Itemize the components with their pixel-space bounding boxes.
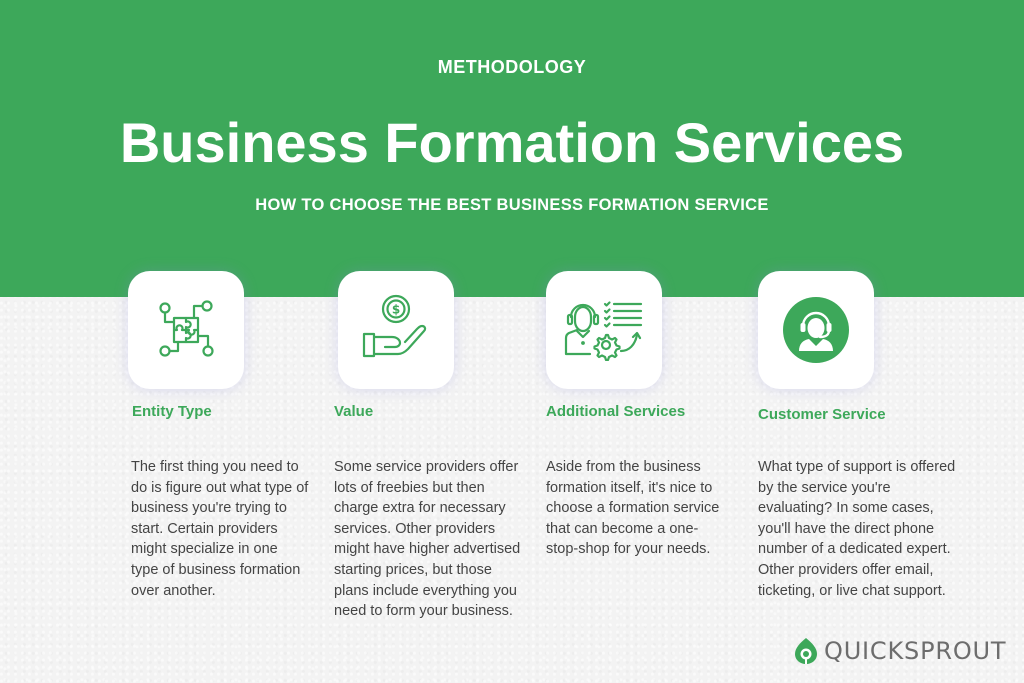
column-body-customer-service: What type of support is offered by the s… — [758, 459, 956, 599]
column-body-entity-type: The first thing you need to do is figure… — [131, 459, 309, 599]
column-heading-additional-services: Additional Services — [546, 403, 686, 420]
puzzle-network-icon — [159, 300, 214, 357]
page-subtitle: HOW TO CHOOSE THE BEST BUSINESS FORMATIO… — [255, 196, 769, 214]
quicksprout-logo: QUICKSPROUT — [794, 637, 1006, 665]
card-entity-type — [128, 271, 244, 389]
card-value: $ — [338, 271, 454, 389]
eyebrow-label: METHODOLOGY — [437, 57, 587, 77]
page-title: Business Formation Services — [119, 111, 905, 174]
column-heading-entity-type: Entity Type — [132, 403, 212, 420]
column-heading-value: Value — [334, 403, 374, 420]
hand-coin-dollar-icon: $ — [362, 294, 427, 358]
card-customer-service — [758, 271, 874, 389]
column-body-additional-services: Aside from the business formation itself… — [546, 459, 720, 558]
card-additional-services — [546, 271, 662, 389]
column-heading-customer-service: Customer Service — [758, 406, 886, 423]
header-banner — [0, 0, 1024, 297]
column-body-value: Some service providers offer lots of fre… — [334, 459, 521, 620]
agent-checklist-gear-icon — [564, 301, 643, 361]
headset-agent-icon — [783, 297, 849, 363]
svg-text:$: $ — [392, 303, 400, 317]
logo-wordmark: QUICKSPROUT — [824, 637, 1007, 665]
sprout-leaf-icon — [795, 638, 817, 664]
